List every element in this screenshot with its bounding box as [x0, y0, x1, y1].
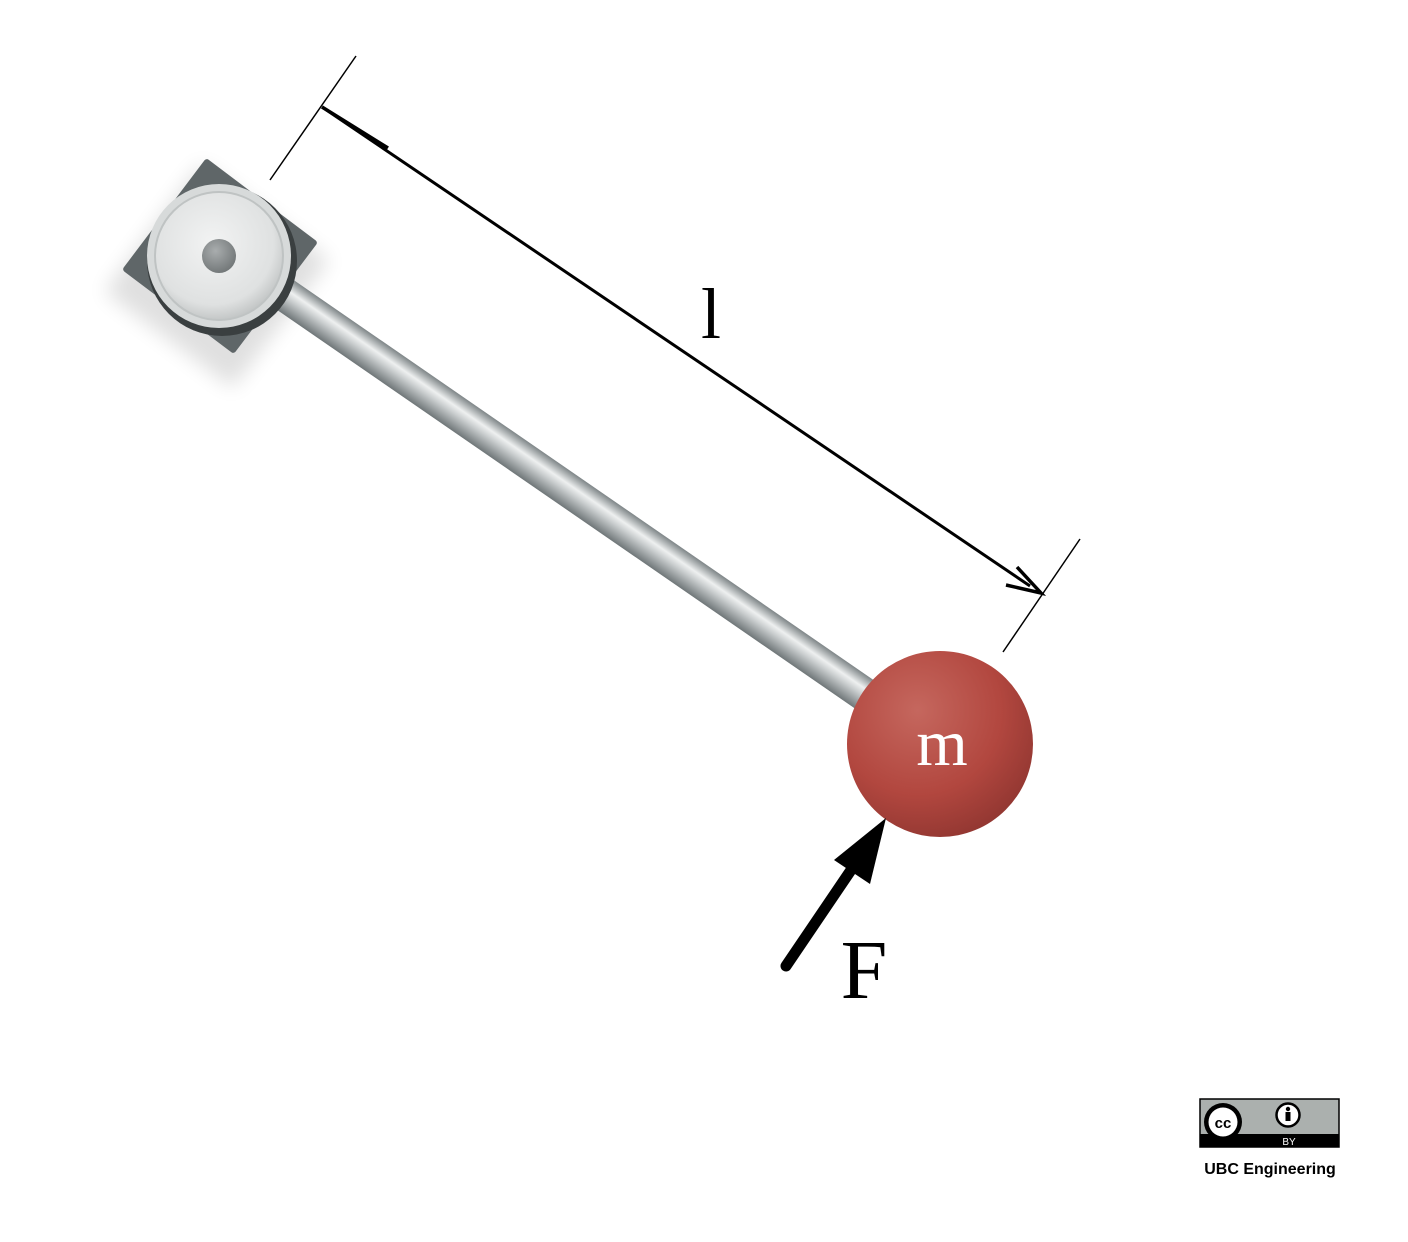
mass-label: m: [916, 707, 967, 780]
credit-text: UBC Engineering: [1204, 1161, 1336, 1178]
pendulum-rod: [216, 240, 895, 723]
force-label: F: [841, 924, 888, 1017]
creative-commons-icon: cc: [1204, 1103, 1242, 1141]
dimension-extension-line-start: [269, 55, 357, 181]
svg-text:cc: cc: [1215, 1115, 1232, 1132]
mass-bob: [847, 651, 1033, 837]
attribution-person-icon: [1275, 1102, 1301, 1128]
dimension-line: [321, 105, 1031, 588]
cc-by-license-badge[interactable]: cc BY: [1199, 1098, 1340, 1148]
pivot-pin: [202, 239, 236, 273]
dimension-arrowhead: [1005, 565, 1047, 596]
license-by-text: BY: [1282, 1137, 1296, 1148]
length-label: l: [701, 274, 721, 354]
force-arrowhead: [834, 818, 886, 884]
dimension-extension-line-end: [1002, 538, 1081, 653]
dimension-start-tick: [321, 105, 389, 150]
